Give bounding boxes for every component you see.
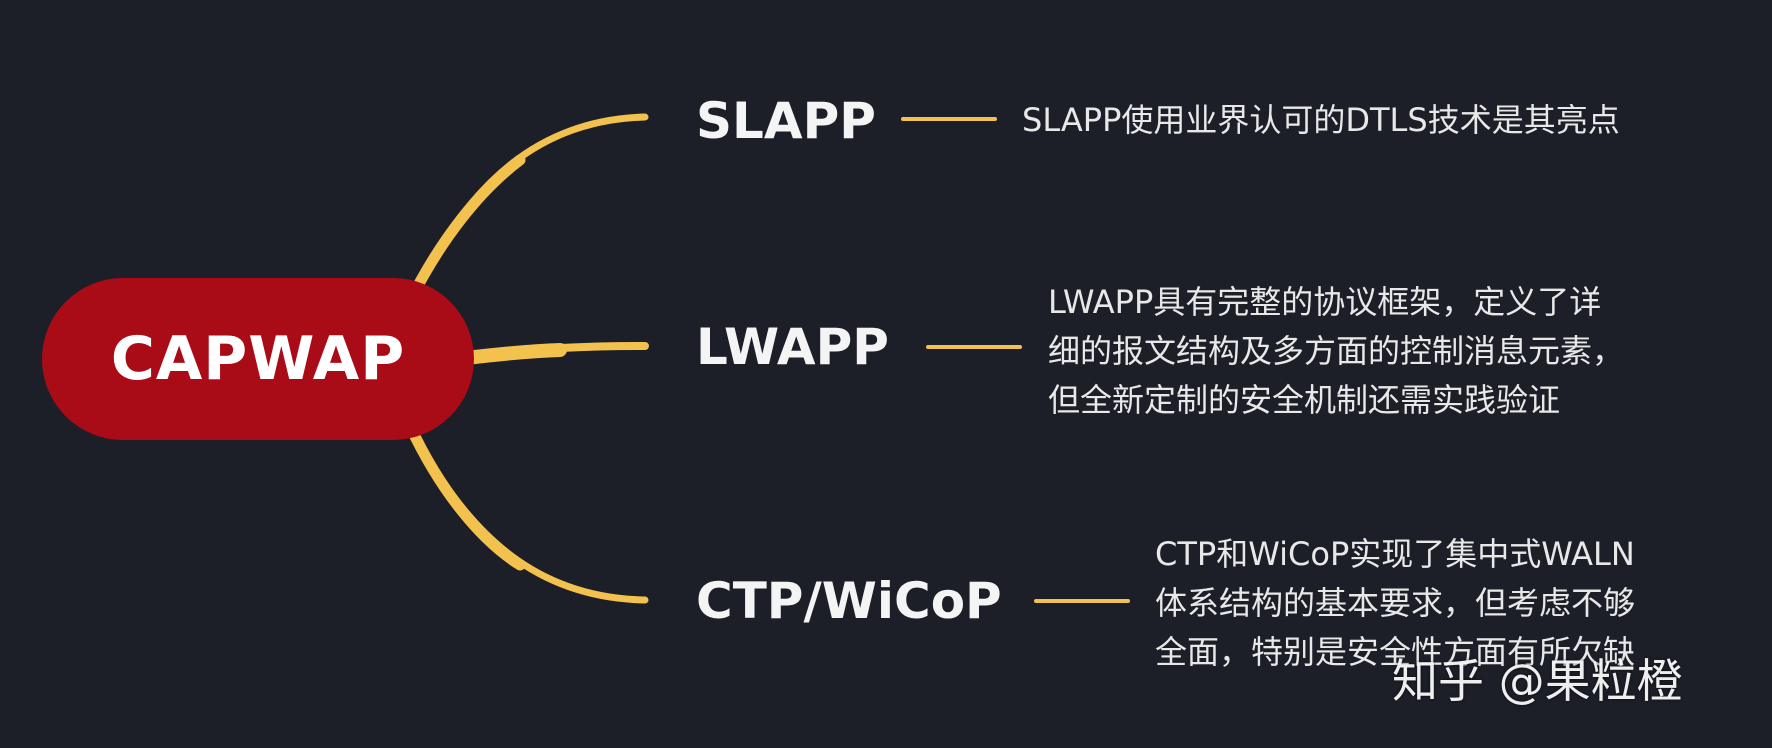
branch-label-lwapp: LWAPP: [696, 318, 889, 376]
root-node: CAPWAP: [42, 278, 474, 440]
description-ctp-wicop: CTP和WiCoP实现了集中式WALN 体系结构的基本要求，但考虑不够 全面，特…: [1155, 530, 1635, 677]
description-line: SLAPP使用业界认可的DTLS技术是其亮点: [1022, 101, 1620, 139]
description-line: 细的报文结构及多方面的控制消息元素，: [1048, 332, 1625, 370]
root-label: CAPWAP: [110, 324, 406, 394]
connector-root-ctp-thick: [404, 420, 526, 571]
description-line: 体系结构的基本要求，但考虑不够: [1155, 584, 1636, 622]
branch-label-slapp: SLAPP: [696, 92, 876, 150]
description-lwapp: LWAPP具有完整的协议框架，定义了详 细的报文结构及多方面的控制消息元素， 但…: [1048, 278, 1624, 425]
connector-root-lwapp-thick: [459, 343, 567, 365]
description-line: 但全新定制的安全机制还需实践验证: [1048, 381, 1561, 419]
description-slapp: SLAPP使用业界认可的DTLS技术是其亮点: [1022, 96, 1620, 145]
description-line: LWAPP具有完整的协议框架，定义了详: [1048, 283, 1602, 321]
watermark: 知乎 @果粒橙: [1392, 654, 1683, 708]
connector-root-slapp-thick: [402, 154, 526, 311]
connector-root-slapp: [406, 113, 649, 304]
description-line: CTP和WiCoP实现了集中式WALN: [1155, 535, 1635, 573]
branch-label-ctp-wicop: CTP/WiCoP: [696, 572, 1002, 630]
description-line: 全面，特别是安全性方面有所欠缺: [1155, 633, 1636, 671]
connector-root-ctp: [408, 426, 649, 604]
